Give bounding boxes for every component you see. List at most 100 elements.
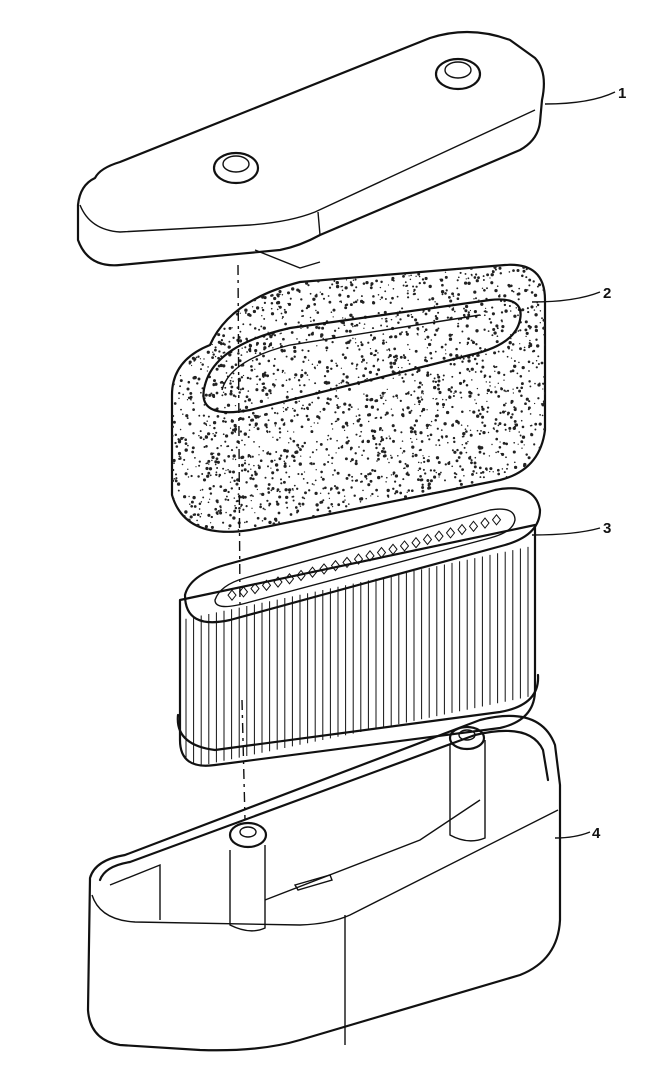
foam-speck [187,396,191,400]
foam-speck [532,349,536,353]
foam-speck [366,457,370,460]
foam-speck [177,358,181,362]
foam-speck [301,349,304,352]
foam-speck [241,439,243,442]
foam-speck [509,370,513,373]
foam-speck [283,308,286,311]
foam-speck [228,353,232,357]
foam-speck [331,334,334,337]
foam-speck [192,268,196,272]
foam-speck [369,479,373,483]
foam-speck [547,400,550,403]
foam-speck [382,447,385,450]
foam-speck [227,315,230,317]
foam-speck [342,500,345,504]
foam-speck [207,366,209,368]
foam-speck [373,469,377,473]
foam-speck [312,462,316,465]
foam-speck [178,350,181,352]
foam-speck [244,346,247,349]
foam-speck [429,373,432,376]
foam-speck [219,511,223,515]
foam-speck [176,333,179,336]
foam-speck [451,423,455,427]
foam-speck [272,372,275,375]
foam-speck [428,423,431,426]
foam-speck [375,443,378,446]
foam-speck [524,320,528,324]
foam-speck [182,413,184,416]
foam-speck [261,315,263,317]
foam-speck [416,332,419,335]
foam-speck [210,275,213,278]
foam-speck [537,355,540,358]
foam-speck [254,484,258,488]
foam-speck [199,430,202,433]
foam-speck [254,512,256,514]
foam-speck [178,264,182,266]
foam-speck [221,394,224,397]
foam-speck [360,355,364,358]
foam-speck [477,393,480,396]
foam-speck [271,477,274,480]
foam-speck [373,515,376,519]
foam-speck [331,462,333,465]
foam-speck [292,407,294,410]
foam-speck [300,529,304,532]
foam-speck [236,300,238,302]
foam-speck [433,319,436,322]
foam-speck [475,362,479,365]
foam-speck [389,365,393,369]
foam-speck [476,429,479,432]
foam-speck [452,436,456,440]
foam-speck [214,355,217,358]
foam-speck [322,297,326,300]
foam-speck [207,296,210,298]
foam-speck [208,498,211,500]
foam-speck [401,440,404,442]
foam-speck [200,276,204,280]
foam-speck [218,316,222,319]
foam-speck [211,274,215,278]
foam-speck [493,510,497,514]
foam-speck [377,451,380,454]
foam-speck [386,325,389,328]
foam-speck [206,474,210,478]
foam-speck [282,407,284,409]
foam-speck [407,296,410,299]
foam-speck [391,424,395,428]
foam-speck [525,453,528,456]
foam-speck [362,282,366,285]
foam-speck [188,360,192,364]
foam-speck [282,337,285,341]
foam-speck [405,530,407,532]
foam-speck [243,272,246,275]
foam-speck [455,459,459,463]
foam-speck [343,429,346,432]
foam-speck [349,460,352,463]
foam-speck [537,267,541,271]
foam-speck [307,284,310,287]
foam-speck [317,396,320,400]
foam-speck [264,508,266,511]
foam-speck [395,511,398,514]
foam-speck [496,483,498,485]
foam-speck [330,503,333,506]
foam-speck [434,314,438,318]
foam-speck [288,475,291,478]
foam-speck [277,261,279,263]
foam-speck [379,416,383,419]
filter-diamond-mark [411,536,421,549]
foam-speck [249,477,253,480]
foam-speck [466,425,469,427]
foam-speck [248,349,252,353]
foam-speck [208,265,211,268]
foam-speck [228,298,231,301]
foam-speck [467,500,470,504]
foam-speck [286,526,289,529]
foam-speck [455,515,458,518]
foam-speck [459,465,462,468]
foam-speck [307,333,311,337]
foam-speck [254,352,257,355]
foam-speck [471,379,473,381]
